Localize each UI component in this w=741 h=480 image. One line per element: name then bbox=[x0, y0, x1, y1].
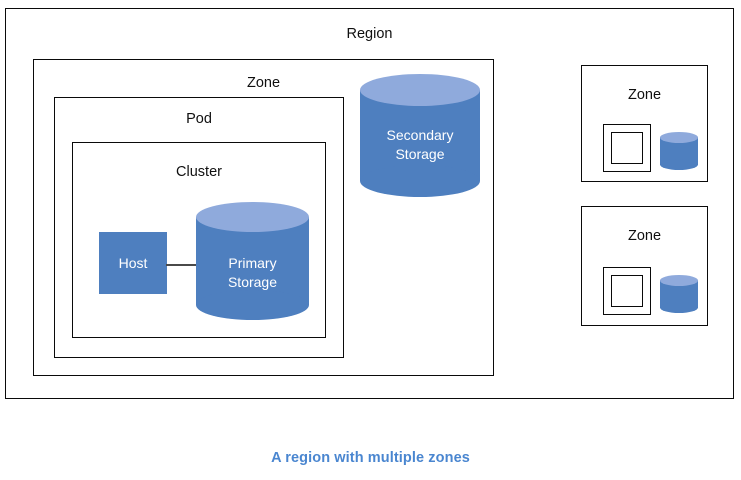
secondary-storage-cylinder: Secondary Storage bbox=[360, 74, 480, 197]
zone-small-2-container: Zone bbox=[581, 206, 708, 326]
zone-small-1-storage-cylinder bbox=[660, 132, 698, 170]
zone-small-1-host-inner-square bbox=[611, 132, 643, 164]
primary-storage-label-line2: Storage bbox=[227, 273, 278, 290]
cylinder-bottom-cap bbox=[196, 290, 309, 320]
zone-small-1-label: Zone bbox=[627, 87, 662, 103]
secondary-storage-label: Secondary Storage bbox=[360, 126, 480, 164]
zone-main-label: Zone bbox=[246, 75, 281, 91]
cylinder-top-cap bbox=[360, 74, 480, 106]
zone-small-2-host-outer-square bbox=[603, 267, 651, 315]
pod-label: Pod bbox=[186, 111, 212, 127]
diagram-caption: A region with multiple zones bbox=[271, 450, 470, 466]
zone-main-container: Zone Pod Cluster Host bbox=[33, 59, 494, 376]
secondary-storage-label-line2: Storage bbox=[395, 145, 445, 162]
region-container: Region Zone Pod Cluster Host bbox=[5, 8, 734, 399]
cluster-container: Cluster Host Primary Storage bbox=[72, 142, 326, 338]
primary-storage-cylinder: Primary Storage bbox=[196, 202, 309, 320]
region-label: Region bbox=[346, 26, 393, 42]
primary-storage-label-line1: Primary bbox=[228, 255, 277, 271]
host-label: Host bbox=[118, 255, 148, 271]
host-node: Host bbox=[99, 232, 167, 294]
cylinder-bottom-cap bbox=[660, 302, 698, 313]
primary-storage-label: Primary Storage bbox=[196, 254, 309, 292]
zone-small-2-storage-cylinder bbox=[660, 275, 698, 313]
zone-small-1-container: Zone bbox=[581, 65, 708, 182]
cylinder-bottom-cap bbox=[660, 159, 698, 170]
zone-small-2-label: Zone bbox=[627, 228, 662, 244]
pod-container: Pod Cluster Host bbox=[54, 97, 344, 358]
cylinder-top-cap bbox=[196, 202, 309, 232]
secondary-storage-label-line1: Secondary bbox=[386, 127, 454, 143]
cylinder-top-cap bbox=[660, 132, 698, 143]
cylinder-bottom-cap bbox=[360, 165, 480, 197]
zone-small-1-host-outer-square bbox=[603, 124, 651, 172]
cluster-label: Cluster bbox=[176, 164, 222, 180]
host-to-primary-storage-connector bbox=[166, 264, 198, 266]
cylinder-top-cap bbox=[660, 275, 698, 286]
zone-small-2-host-inner-square bbox=[611, 275, 643, 307]
